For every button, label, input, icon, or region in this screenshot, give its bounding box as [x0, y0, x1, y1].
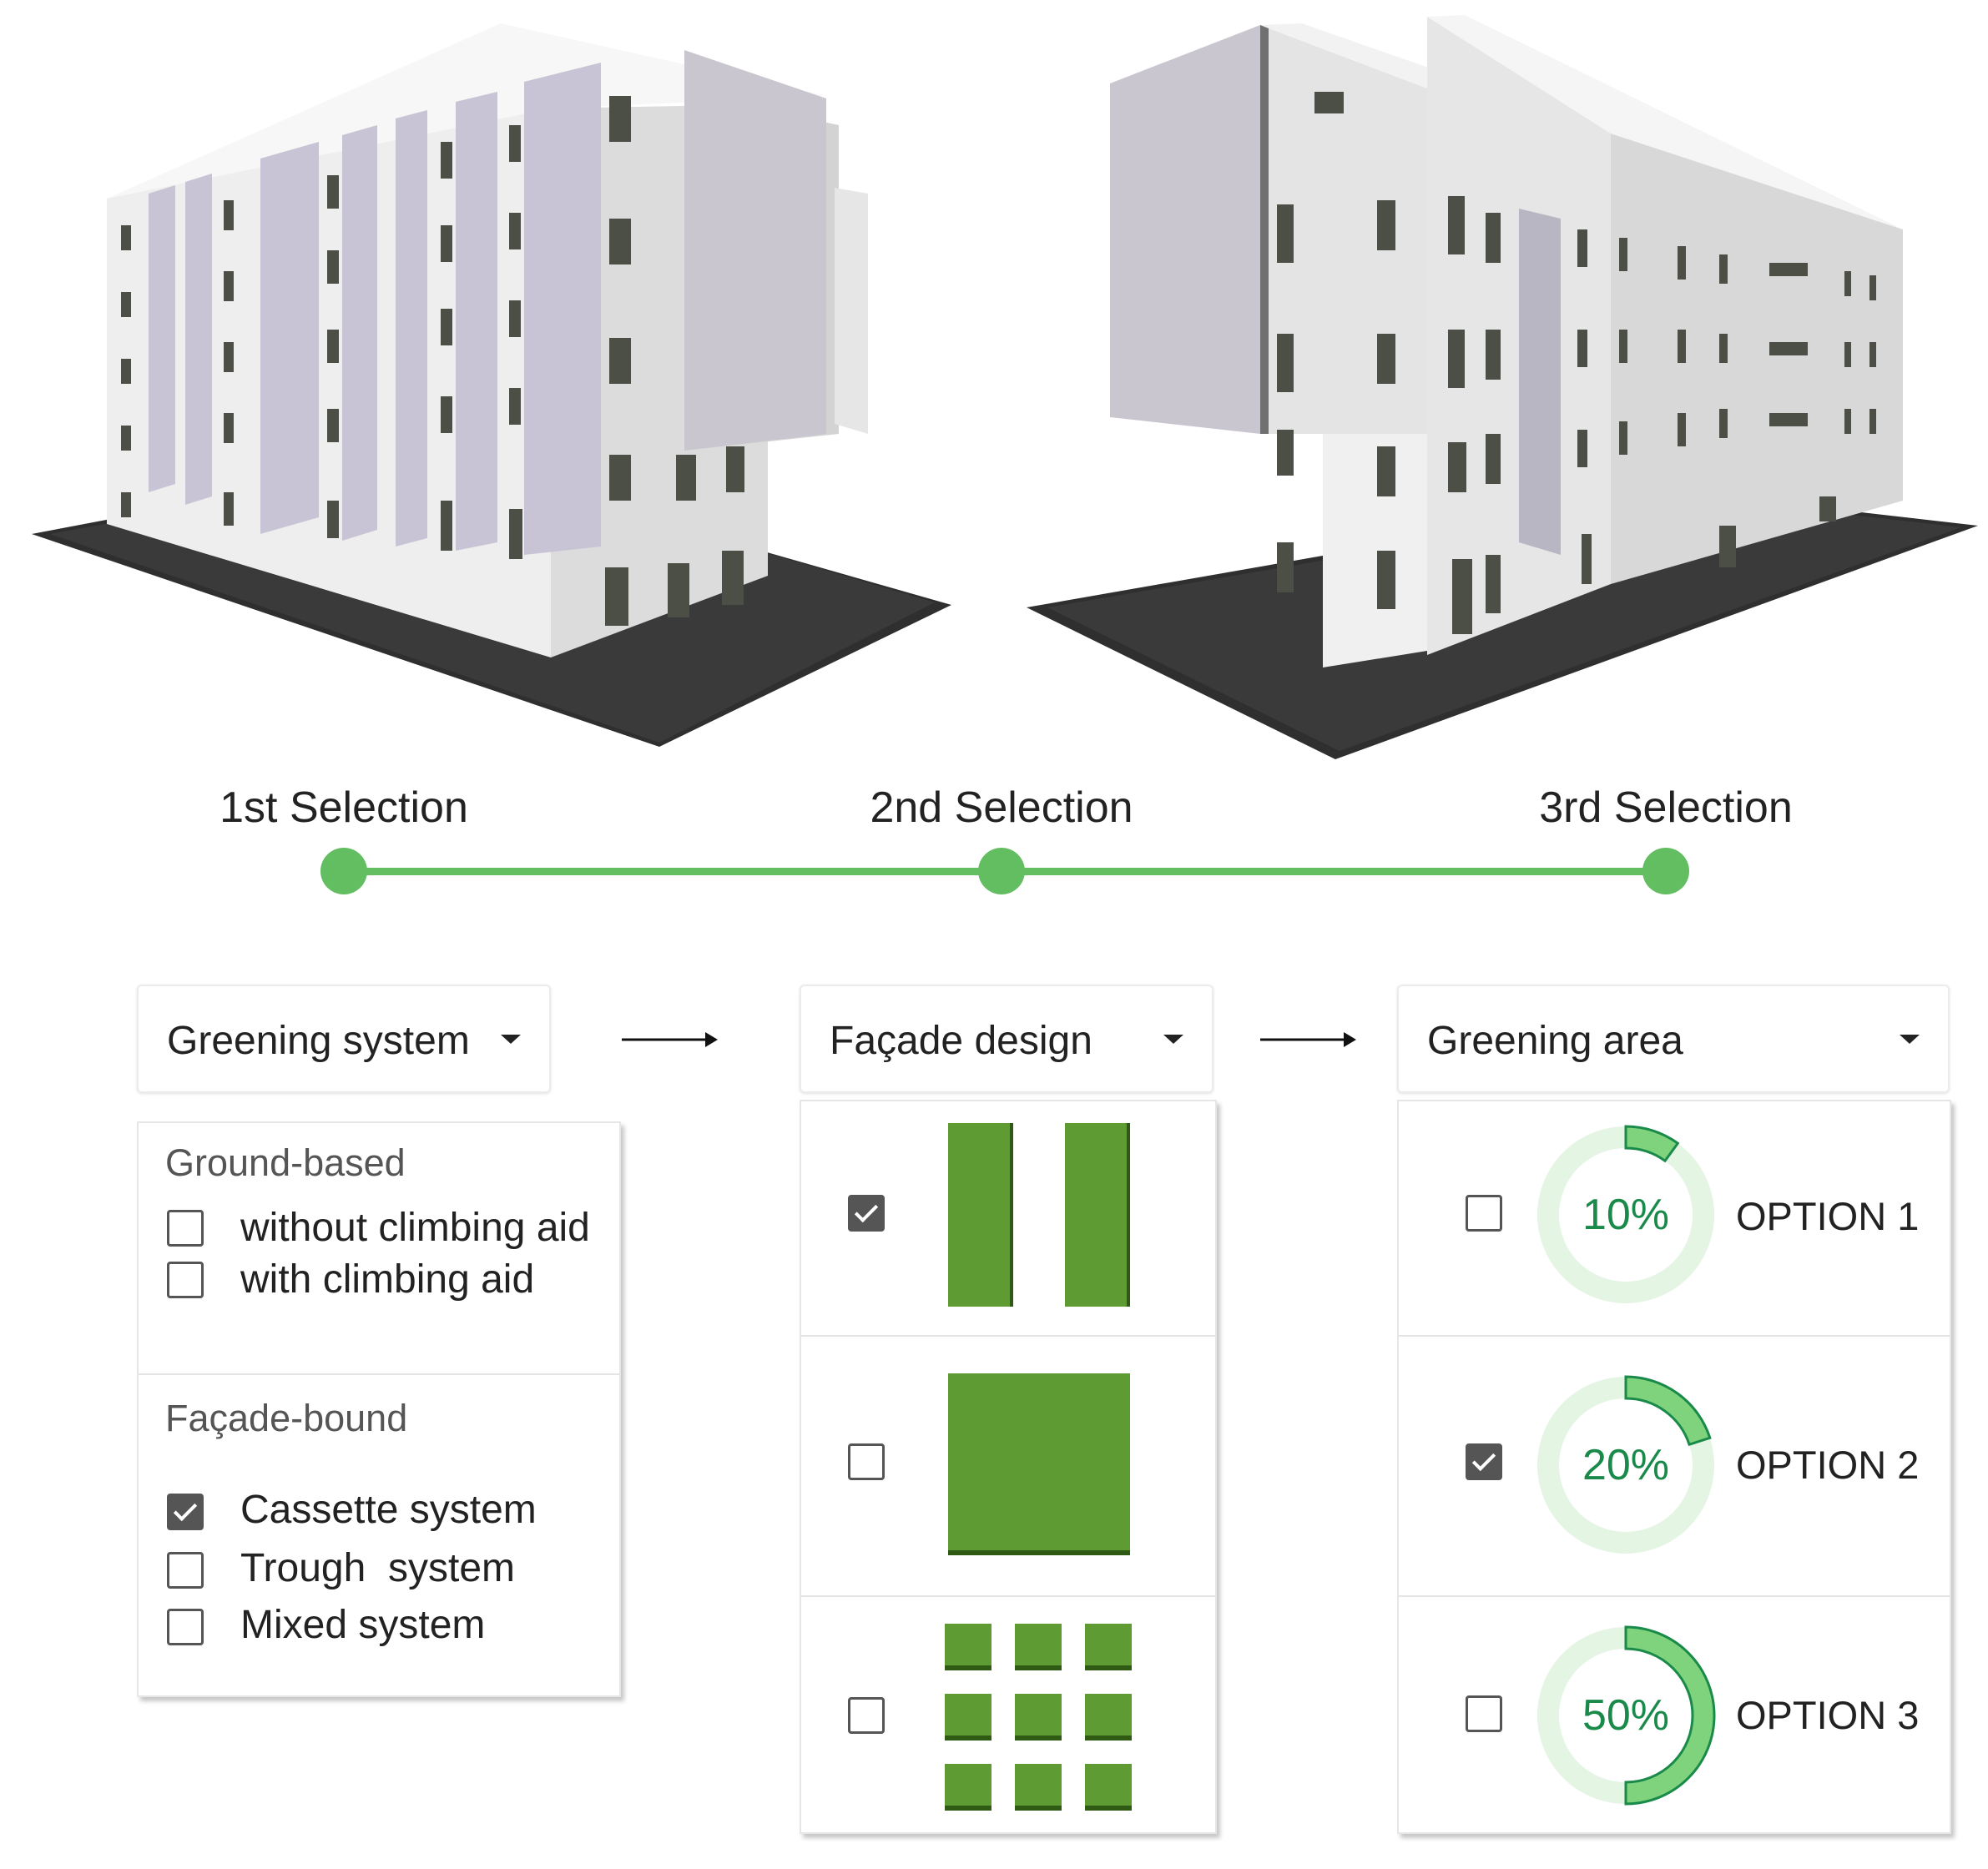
- chevron-down-icon: [1900, 1035, 1920, 1044]
- option-label: with climbing aid: [240, 1257, 535, 1302]
- greening-area-panel: 10% OPTION 1 20% OPTION 2 50% OPTION 3: [1397, 1100, 1951, 1834]
- chevron-down-icon: [501, 1035, 521, 1044]
- tile-shadow: [1015, 1806, 1062, 1811]
- tile-shadow: [1085, 1665, 1132, 1670]
- checkbox[interactable]: [848, 1443, 885, 1480]
- tile-shadow: [1085, 1806, 1132, 1811]
- building-render-left: [32, 23, 951, 747]
- checkbox[interactable]: [848, 1195, 885, 1232]
- arrow-right-icon: [622, 1032, 718, 1047]
- tile: [1015, 1624, 1062, 1670]
- ground-based-heading: Ground-based: [165, 1141, 406, 1184]
- facade-bound-heading: Façade-bound: [165, 1397, 408, 1439]
- checkbox[interactable]: [167, 1609, 204, 1645]
- step-dot-3[interactable]: [1642, 848, 1689, 894]
- greening-area-dropdown[interactable]: Greening area: [1397, 985, 1950, 1093]
- arrow-right-icon: [1260, 1032, 1356, 1047]
- ring-fill-arc: [1624, 1375, 1712, 1447]
- greening-system-panel: Ground-based without climbing aid with c…: [137, 1121, 621, 1697]
- greening-system-dropdown[interactable]: Greening system: [137, 985, 551, 1093]
- step-label-2: 2nd Selection: [870, 783, 1133, 832]
- tile: [1085, 1624, 1132, 1670]
- tile: [1085, 1694, 1132, 1741]
- tile-shadow: [945, 1665, 991, 1670]
- checkbox[interactable]: [167, 1494, 204, 1530]
- checkbox[interactable]: [848, 1697, 885, 1734]
- facade-design-dropdown[interactable]: Façade design: [800, 985, 1213, 1093]
- step-dot-2[interactable]: [978, 848, 1025, 894]
- checkbox[interactable]: [167, 1552, 204, 1589]
- step-dot-1[interactable]: [320, 848, 367, 894]
- percent-label: 20%: [1582, 1441, 1670, 1489]
- percent-label: 10%: [1582, 1191, 1670, 1239]
- facade-design-dropdown-label: Façade design: [830, 1019, 1092, 1063]
- percent-ring: [1537, 1625, 1716, 1806]
- checkbox[interactable]: [167, 1262, 204, 1298]
- checkbox[interactable]: [167, 1210, 204, 1247]
- pattern-tile-grid-icon: [945, 1624, 1132, 1811]
- tile: [945, 1764, 991, 1811]
- step-label-1: 1st Selection: [219, 783, 468, 832]
- tile: [1085, 1764, 1132, 1811]
- option-name: OPTION 1: [1736, 1194, 1920, 1238]
- checkbox[interactable]: [1466, 1443, 1502, 1480]
- option-label: Trough system: [240, 1546, 515, 1590]
- divider: [801, 1595, 1215, 1597]
- option-name: OPTION 2: [1736, 1443, 1920, 1487]
- percent-label: 50%: [1582, 1691, 1670, 1740]
- tile: [945, 1694, 991, 1741]
- tile: [1015, 1764, 1062, 1811]
- divider: [1399, 1595, 1950, 1597]
- option-label: Mixed system: [240, 1603, 486, 1647]
- tile-shadow: [1085, 1736, 1132, 1741]
- pattern-vertical-strips-icon: [948, 1123, 1130, 1307]
- tile-shadow: [945, 1736, 991, 1741]
- divider: [139, 1373, 619, 1375]
- ring-fill-arc: [1624, 1625, 1716, 1806]
- checkbox[interactable]: [1466, 1195, 1502, 1232]
- checkbox[interactable]: [1466, 1695, 1502, 1732]
- pattern-full-panel-icon: [948, 1373, 1130, 1555]
- greening-system-dropdown-label: Greening system: [167, 1019, 470, 1063]
- tile-shadow: [1015, 1736, 1062, 1741]
- option-label: without climbing aid: [240, 1206, 590, 1250]
- divider: [1399, 1335, 1950, 1337]
- greening-area-dropdown-label: Greening area: [1427, 1019, 1683, 1063]
- tile: [945, 1624, 991, 1670]
- facade-design-panel: [800, 1100, 1217, 1834]
- percent-ring: [1537, 1125, 1714, 1303]
- chevron-down-icon: [1163, 1035, 1183, 1044]
- percent-ring: [1537, 1375, 1714, 1554]
- tile-shadow: [945, 1806, 991, 1811]
- ring-fill-arc: [1624, 1125, 1680, 1163]
- divider: [801, 1335, 1215, 1337]
- step-label-3: 3rd Selection: [1539, 783, 1793, 832]
- option-name: OPTION 3: [1736, 1693, 1920, 1737]
- building-render-right: [1027, 15, 1978, 759]
- tile: [1015, 1694, 1062, 1741]
- option-label: Cassette system: [240, 1488, 537, 1532]
- tile-shadow: [1015, 1665, 1062, 1670]
